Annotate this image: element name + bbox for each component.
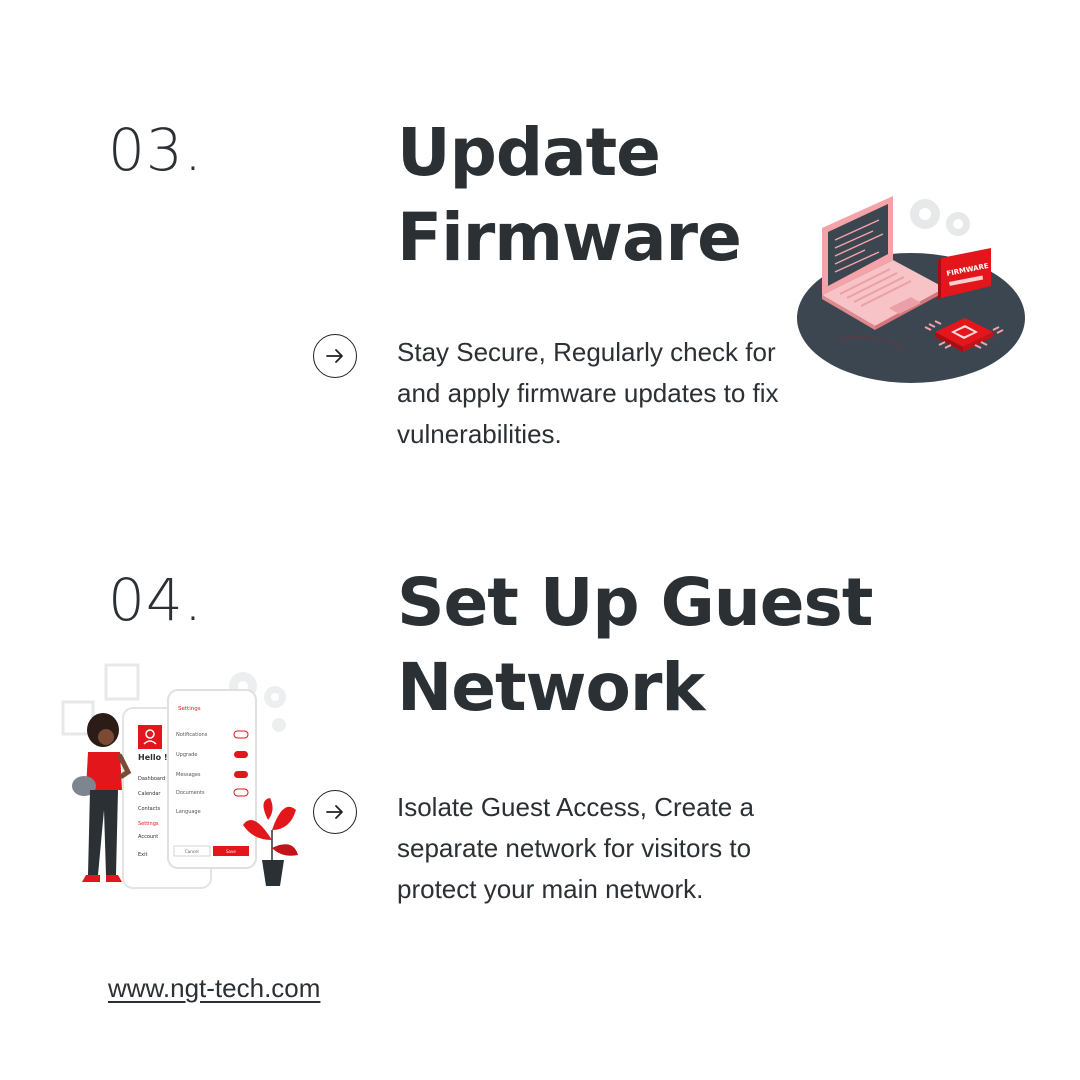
step-description-03-line2: and apply firmware updates to fix: [397, 378, 779, 408]
step-number-03: 03.: [108, 116, 204, 184]
step-number-04: 04.: [108, 566, 204, 634]
phone-setting-language: Language: [176, 809, 201, 815]
person-figure: [72, 713, 132, 882]
laptop-icon: [822, 196, 945, 330]
phone-save-label: Save: [226, 849, 236, 854]
step-description-04-line3: protect your main network.: [397, 874, 704, 904]
plant-icon: [243, 798, 298, 886]
step-description-03-line1: Stay Secure, Regularly check for: [397, 337, 776, 367]
phone-menu-exit: Exit: [138, 852, 148, 858]
step-title-03-line2: Firmware: [397, 199, 742, 276]
phone-cancel-label: Cancel: [185, 849, 199, 854]
step-title-04-line2: Network: [397, 649, 705, 726]
step-description-04: Isolate Guest Access, Create a separate …: [397, 787, 842, 910]
phone-menu-account: Account: [138, 834, 158, 840]
step-title-03-line1: Update: [397, 114, 661, 191]
phone-menu-settings: Settings: [138, 821, 159, 827]
step-title-03: Update Firmware: [397, 110, 742, 280]
arrow-right-icon: [313, 790, 357, 834]
arrow-right-icon: [313, 334, 357, 378]
phone-setting-documents: Documents: [176, 790, 205, 796]
step-description-03-line3: vulnerabilities.: [397, 419, 562, 449]
step-description-04-line2: separate network for visitors to: [397, 833, 752, 863]
chip-icon: [924, 318, 1004, 352]
phone-setting-upgrade: Upgrade: [176, 752, 197, 758]
phone-settings-header: Settings: [178, 706, 201, 712]
guest-network-illustration: Hello ! Dashboard Calendar Contacts Sett…: [61, 663, 298, 889]
phone-menu-contacts: Contacts: [138, 806, 160, 812]
phone-menu-dashboard: Dashboard: [138, 776, 165, 782]
phone-setting-messages: Messages: [176, 772, 201, 778]
phone-setting-notifications: Notifications: [176, 732, 208, 738]
step-description-03: Stay Secure, Regularly check for and app…: [397, 332, 842, 455]
firmware-illustration: FIRMWARE: [797, 196, 1025, 383]
step-title-04: Set Up Guest Network: [397, 560, 873, 730]
step-title-04-line1: Set Up Guest: [397, 564, 873, 641]
phone-menu-calendar: Calendar: [138, 791, 161, 797]
phone-greeting: Hello !: [138, 753, 168, 762]
website-link[interactable]: www.ngt-tech.com: [108, 973, 321, 1003]
step-description-04-line1: Isolate Guest Access, Create a: [397, 792, 754, 822]
gear-icon: [910, 199, 970, 236]
